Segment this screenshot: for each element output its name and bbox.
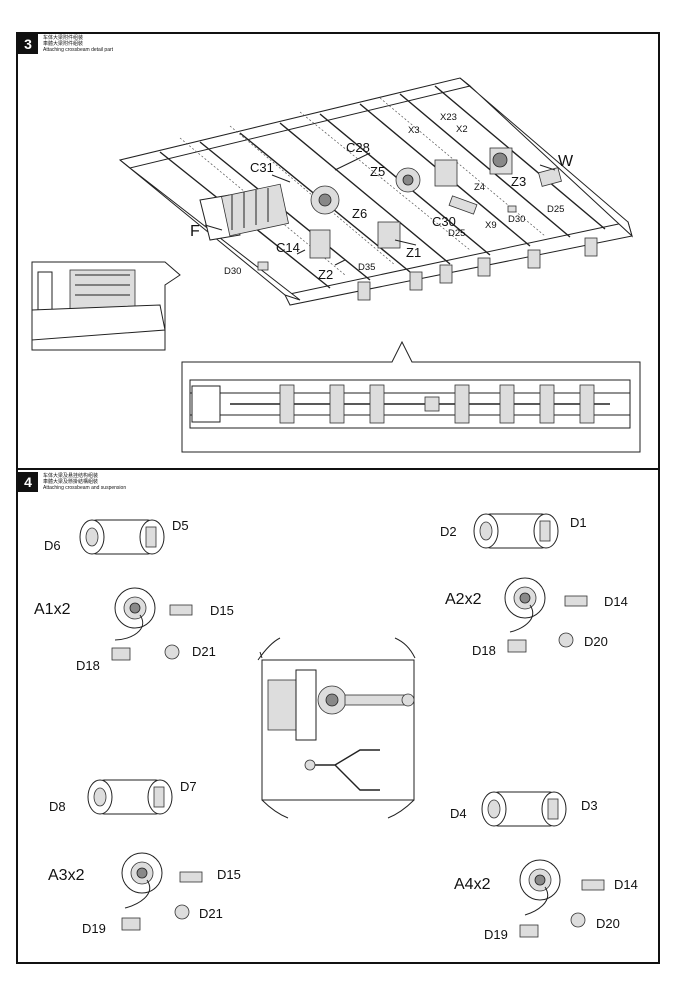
label-assembly-a1: A1x2 bbox=[34, 601, 71, 618]
label-D30-right: D30 bbox=[508, 214, 526, 225]
assembly-A1 bbox=[111, 587, 193, 661]
label-part1-a1: D15 bbox=[210, 603, 234, 618]
label-part2-a2: D20 bbox=[584, 634, 608, 649]
inset-detail-left bbox=[31, 261, 181, 351]
label-Z3: Z3 bbox=[511, 174, 527, 189]
label-part3-a1: D18 bbox=[76, 658, 100, 673]
label-Z2: Z2 bbox=[318, 267, 334, 282]
label-Z4: Z4 bbox=[474, 182, 486, 193]
step3-title-cn1: 车体大梁附件组装 bbox=[43, 35, 84, 41]
step4-number: 4 bbox=[18, 472, 38, 492]
label-pair-left-a2: D2 bbox=[440, 524, 457, 539]
label-part2-a1: D21 bbox=[192, 644, 216, 659]
label-assembly-a2: A2x2 bbox=[445, 591, 482, 608]
label-C14: C14 bbox=[276, 240, 300, 255]
label-pair-left-a4: D4 bbox=[450, 806, 467, 821]
step4-title-cn2: 車體大梁及懸掛結構組裝 bbox=[43, 479, 99, 485]
label-part1-a3: D15 bbox=[217, 867, 241, 882]
label-W: W bbox=[558, 153, 574, 170]
label-Z5: Z5 bbox=[370, 164, 386, 179]
inset-bottom-view bbox=[181, 340, 641, 453]
label-D35: D35 bbox=[358, 262, 376, 273]
label-D25-right: D25 bbox=[547, 204, 565, 215]
label-Z1: Z1 bbox=[406, 245, 422, 260]
assembly-A4 bbox=[519, 859, 605, 938]
step3-number: 3 bbox=[18, 34, 38, 54]
step4-title-cn1: 车体大梁及悬挂结构组装 bbox=[43, 473, 99, 479]
center-suspension-detail bbox=[257, 637, 416, 819]
label-C31: C31 bbox=[250, 160, 274, 175]
step4-title-en: Attaching crossbeam and suspension bbox=[43, 485, 127, 491]
label-assembly-a3: A3x2 bbox=[48, 867, 85, 884]
step3-title-cn2: 車體大梁附件組裝 bbox=[43, 41, 84, 47]
label-part3-a4: D19 bbox=[484, 927, 508, 942]
label-part1-a4: D14 bbox=[614, 877, 638, 892]
label-pair-right-a4: D3 bbox=[581, 798, 598, 813]
label-part3-a2: D18 bbox=[472, 643, 496, 658]
step-divider bbox=[16, 468, 660, 470]
label-part2-a3: D21 bbox=[199, 906, 223, 921]
step4-title: 车体大梁及悬挂结构组装 車體大梁及懸掛結構組裝 Attaching crossb… bbox=[43, 473, 126, 491]
label-Z6: Z6 bbox=[352, 206, 368, 221]
label-pair-right-a2: D1 bbox=[570, 515, 587, 530]
label-pair-left-a1: D6 bbox=[44, 538, 61, 553]
step3-title-en: Attaching crossbeam detail part bbox=[43, 47, 114, 53]
label-X23: X23 bbox=[440, 112, 457, 123]
label-C30: C30 bbox=[432, 214, 456, 229]
label-X9: X9 bbox=[485, 220, 497, 231]
pair-D6-D5 bbox=[79, 519, 165, 555]
pair-D8-D7 bbox=[87, 779, 173, 815]
pair-D2-D1 bbox=[473, 513, 559, 549]
label-part3-a3: D19 bbox=[82, 921, 106, 936]
label-assembly-a4: A4x2 bbox=[454, 876, 491, 893]
label-X3: X3 bbox=[408, 125, 420, 136]
label-part2-a4: D20 bbox=[596, 916, 620, 931]
label-F: F bbox=[190, 223, 200, 240]
assembly-A3 bbox=[121, 852, 203, 931]
label-D25-mid: D25 bbox=[448, 228, 466, 239]
step3-title: 车体大梁附件组装 車體大梁附件組裝 Attaching crossbeam de… bbox=[43, 35, 113, 53]
label-pair-left-a3: D8 bbox=[49, 799, 66, 814]
label-pair-right-a3: D7 bbox=[180, 779, 197, 794]
label-D30-left: D30 bbox=[224, 266, 242, 277]
label-part1-a2: D14 bbox=[604, 594, 628, 609]
page-frame bbox=[16, 32, 660, 964]
frame-rail-back bbox=[118, 77, 472, 169]
label-X2: X2 bbox=[456, 124, 468, 135]
pair-D4-D3 bbox=[481, 791, 567, 827]
label-C28: C28 bbox=[346, 140, 370, 155]
assembly-A2 bbox=[504, 577, 588, 653]
label-pair-right-a1: D5 bbox=[172, 518, 189, 533]
